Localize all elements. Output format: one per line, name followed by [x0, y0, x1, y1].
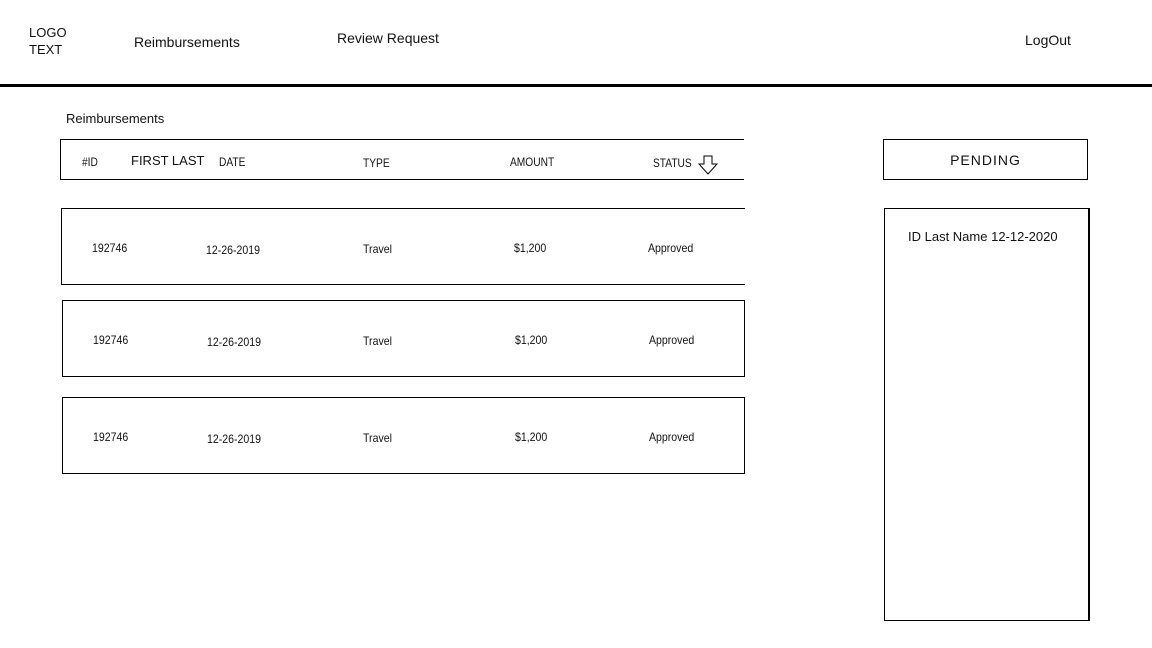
sort-status-button[interactable]	[697, 155, 719, 175]
column-header-date[interactable]: DATE	[219, 155, 246, 169]
row-date: 12-26-2019	[207, 335, 262, 349]
pending-button-label: PENDING	[950, 151, 1021, 168]
arrow-down-icon	[697, 155, 719, 175]
table-header	[60, 139, 744, 180]
row-date: 12-26-2019	[207, 432, 262, 446]
row-id: 192746	[93, 430, 129, 444]
pending-list-item[interactable]: ID Last Name 12-12-2020	[908, 229, 1058, 244]
row-type: Travel	[363, 431, 392, 445]
header-divider	[0, 84, 1152, 87]
logo-line-2: TEXT	[29, 42, 63, 57]
row-amount: $1,200	[515, 333, 548, 347]
table-row[interactable]	[61, 208, 745, 285]
row-status: Approved	[649, 430, 695, 444]
column-header-amount[interactable]: AMOUNT	[510, 155, 555, 169]
column-header-type[interactable]: TYPE	[363, 156, 390, 170]
row-id: 192746	[93, 333, 129, 347]
row-status: Approved	[648, 241, 694, 255]
row-type: Travel	[363, 334, 392, 348]
table-row[interactable]	[62, 397, 745, 474]
pending-button[interactable]: PENDING	[883, 139, 1088, 180]
row-amount: $1,200	[515, 430, 548, 444]
column-header-id[interactable]: #ID	[82, 155, 98, 169]
pending-list-panel	[884, 208, 1090, 621]
column-header-name[interactable]: FIRST LAST	[131, 153, 205, 168]
row-type: Travel	[363, 242, 392, 256]
row-status: Approved	[649, 333, 695, 347]
logo[interactable]: LOGO TEXT	[29, 24, 89, 58]
logo-line-1: LOGO	[29, 25, 67, 40]
logout-link[interactable]: LogOut	[1025, 32, 1071, 48]
page-title: Reimbursements	[66, 111, 165, 126]
nav-review-request-link[interactable]: Review Request	[337, 30, 439, 46]
row-id: 192746	[92, 241, 128, 255]
table-row[interactable]	[62, 300, 745, 377]
column-header-status[interactable]: STATUS	[653, 156, 692, 170]
nav-reimbursements-link[interactable]: Reimbursements	[134, 34, 240, 50]
row-date: 12-26-2019	[206, 243, 261, 257]
row-amount: $1,200	[514, 241, 547, 255]
